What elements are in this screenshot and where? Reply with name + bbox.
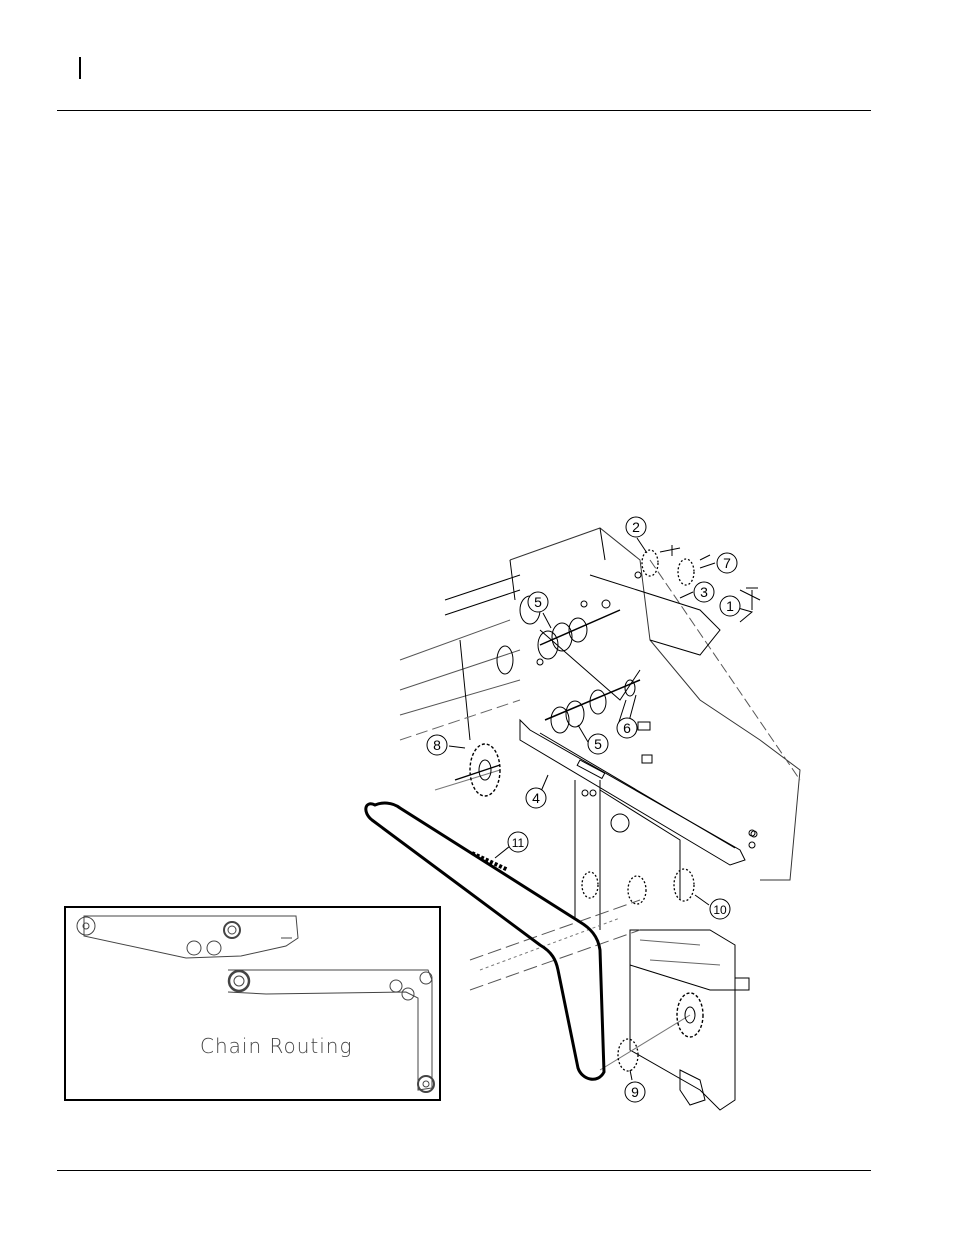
frame-tube-upper (400, 620, 520, 715)
callout-2-label: 2 (632, 519, 640, 535)
callout-8-label: 7 (723, 555, 731, 571)
inset-caption: Chain Routing (200, 1034, 352, 1058)
callout-6-label: 6 (623, 720, 631, 736)
callout-11-label: 11 (512, 836, 525, 850)
sprocket-10 (674, 869, 694, 901)
callout-1-label: 1 (726, 598, 734, 614)
chain-routing-inset (64, 906, 441, 1101)
callout-7-label: 8 (433, 737, 441, 753)
bracket-channel (520, 720, 745, 865)
mount-plate (575, 780, 600, 930)
frame-plate (510, 528, 800, 880)
gearbox (630, 930, 735, 990)
sprocket-8 (678, 559, 694, 585)
callout-5-upper-label: 5 (534, 594, 542, 610)
chain-routing-diagram (66, 908, 439, 1099)
callout-5-lower-label: 5 (594, 736, 602, 752)
callout-9-label: 9 (631, 1084, 639, 1100)
callout-10-label: 10 (713, 903, 727, 917)
callout-3-label: 3 (700, 584, 708, 600)
sprocket-9 (618, 1039, 638, 1071)
sprocket-2 (642, 550, 658, 576)
callout-4-label: 4 (532, 790, 540, 806)
